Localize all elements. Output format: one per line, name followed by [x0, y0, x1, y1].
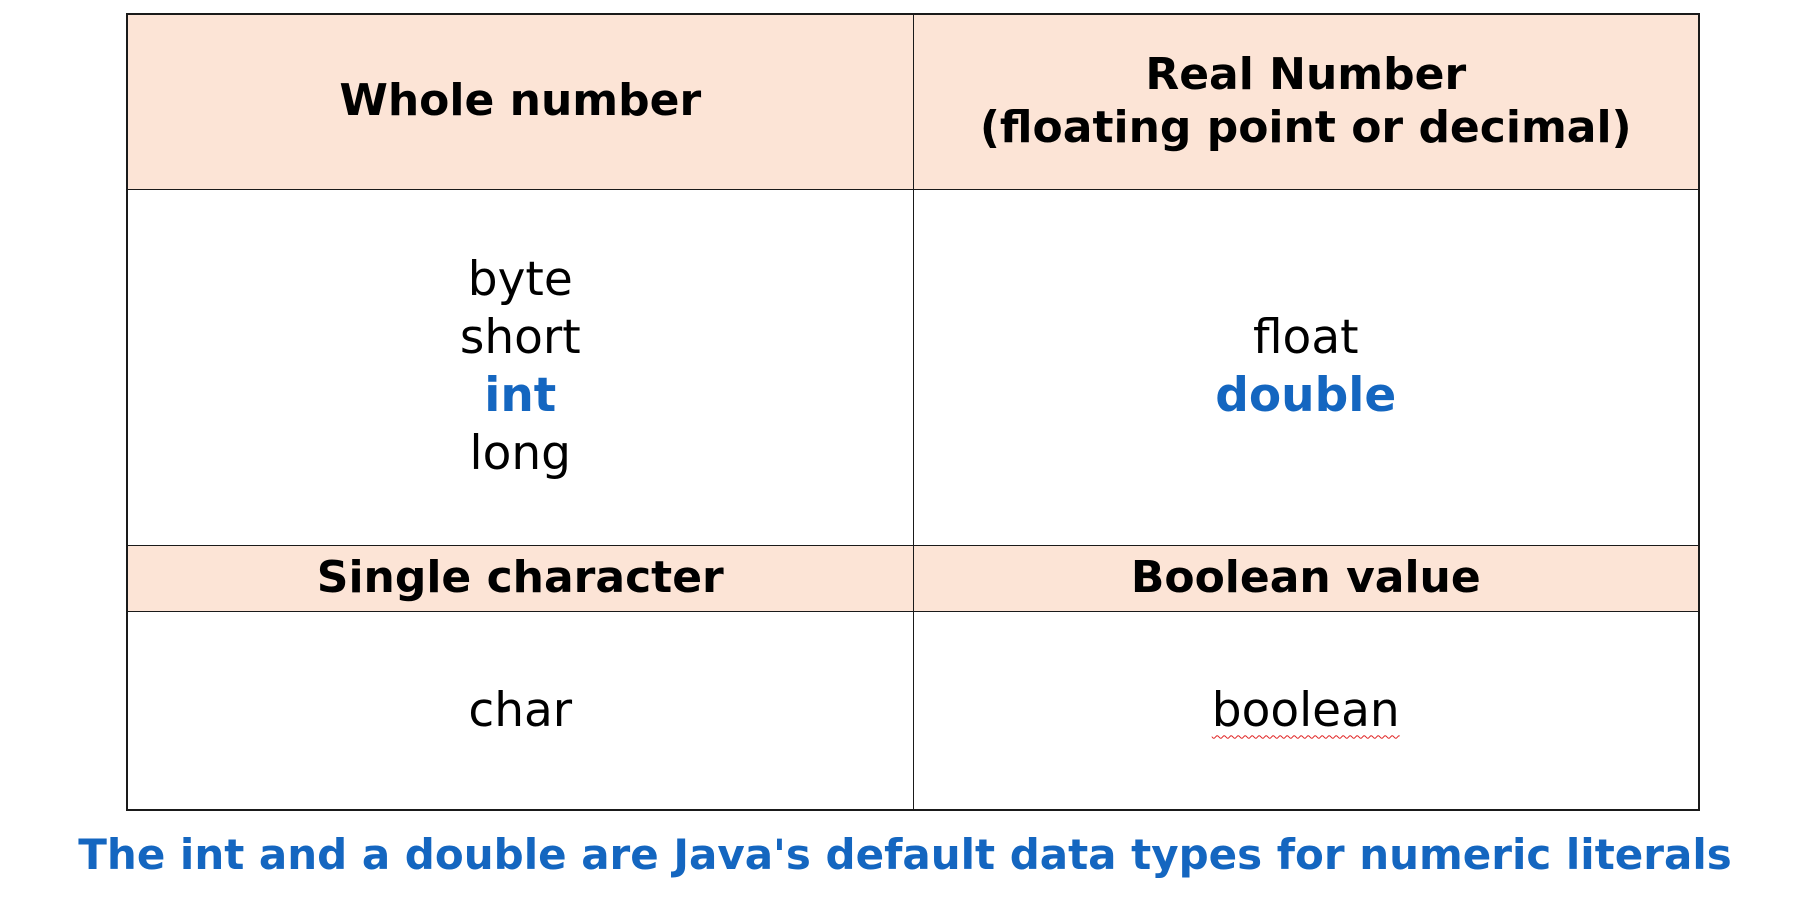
character-type-cell: char [128, 610, 914, 811]
caption-text: The int and a double are Java's default … [78, 830, 1732, 879]
header-single-character-label: Single character [316, 551, 724, 603]
type-int: int [484, 368, 557, 423]
header-boolean-value: Boolean value [912, 544, 1698, 612]
header-boolean-value-label: Boolean value [1130, 551, 1481, 603]
data-types-table: Whole number Real Number (floating point… [128, 15, 1698, 811]
values-row-other: char boolean [128, 610, 1698, 811]
values-row-numbers: byte short int long float double [128, 188, 1698, 546]
header-real-number-label: Real Number [1145, 48, 1467, 100]
whole-number-types-cell: byte short int long [128, 188, 914, 546]
type-double: double [1215, 368, 1397, 423]
type-float: float [1252, 310, 1359, 365]
type-long: long [469, 426, 571, 481]
type-byte: byte [467, 252, 573, 307]
header-real-number: Real Number (floating point or decimal) [912, 15, 1698, 190]
real-number-types-cell: float double [912, 188, 1698, 546]
type-short: short [459, 310, 581, 365]
type-char: char [468, 683, 573, 739]
header-whole-number-label: Whole number [339, 75, 702, 127]
data-types-table-container: Whole number Real Number (floating point… [126, 13, 1700, 811]
header-whole-number: Whole number [128, 15, 914, 190]
header-single-character: Single character [128, 544, 914, 612]
header-row-other: Single character Boolean value [128, 544, 1698, 612]
header-row-numbers: Whole number Real Number (floating point… [128, 15, 1698, 190]
header-real-number-sublabel: (floating point or decimal) [979, 101, 1632, 153]
boolean-type-cell: boolean [912, 610, 1698, 811]
type-boolean: boolean [1211, 683, 1400, 739]
